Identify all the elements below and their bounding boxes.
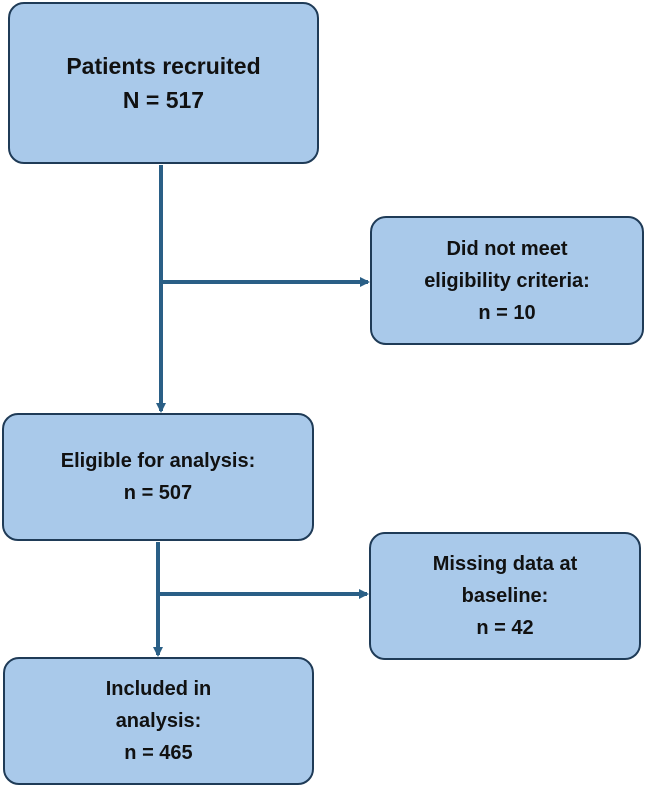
excluded-ineligible-box: Did not meet eligibility criteria: n = 1…: [370, 216, 644, 345]
patients-recruited-count: N = 517: [122, 87, 205, 113]
eligible-label: Eligible for analysis:: [60, 450, 256, 472]
included-in-analysis-box: Included in analysis: n = 465: [3, 657, 314, 785]
excluded-count: n = 10: [478, 301, 536, 324]
missing-count: n = 42: [476, 617, 534, 639]
eligible-for-analysis-box: Eligible for analysis: n = 507: [2, 413, 314, 541]
included-label-line2: analysis:: [115, 710, 202, 732]
patients-recruited-box: Patients recruited N = 517: [8, 2, 319, 164]
eligible-count: n = 507: [123, 482, 193, 504]
missing-label-line1: Missing data at: [432, 553, 578, 575]
excluded-label-line2: eligibility criteria:: [424, 269, 590, 292]
included-label-line1: Included in: [105, 678, 212, 700]
missing-label-line2: baseline:: [461, 585, 549, 607]
included-count: n = 465: [124, 742, 193, 764]
missing-baseline-data-box: Missing data at baseline: n = 42: [369, 532, 641, 660]
patients-recruited-label: Patients recruited: [66, 53, 261, 79]
excluded-label-line1: Did not meet: [446, 237, 568, 260]
